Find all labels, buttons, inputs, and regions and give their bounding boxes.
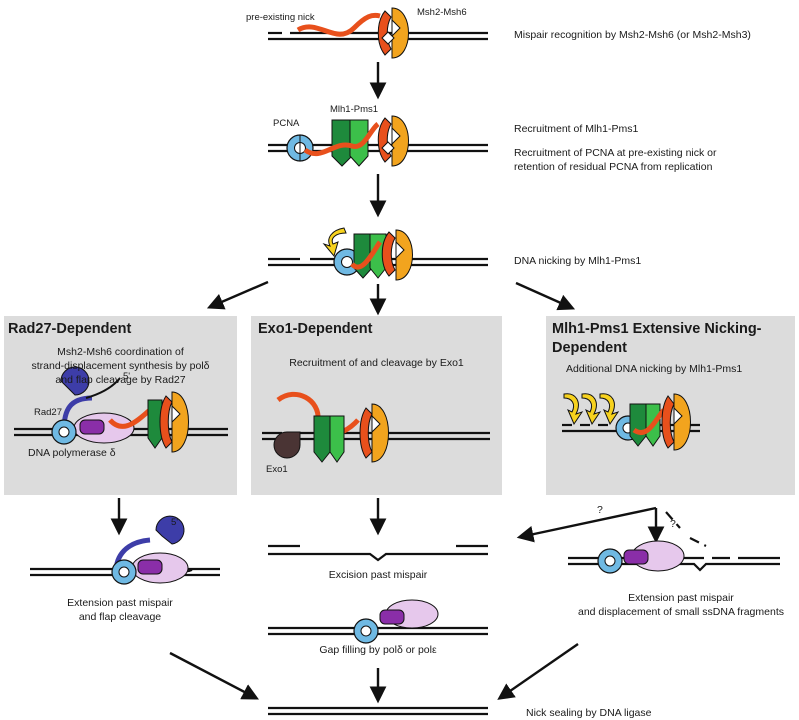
step-recognition-text: Mispair recognition by Msh2-Msh6 (or Msh… [514,29,751,41]
msh2-msh6-complex-3 [350,229,413,281]
pcna-clamp [286,134,314,162]
panel-nicking-title-1: Mlh1-Pms1 Extensive Nicking- [552,321,762,337]
outcome-gap-filling-text: Gap filling by polδ or polε [319,644,437,656]
nick-arrow-icon-2 [581,393,602,426]
label-rad27: Rad27 [34,407,62,418]
label-question-1: ? [597,504,603,516]
label-msh2-msh6: Msh2-Msh6 [417,7,467,18]
arrow-branch-left [206,280,269,310]
step-recruit-mlh1-text: Recruitment of Mlh1-Pms1 [514,123,639,135]
label-five-prime-2: 5' [171,517,179,528]
msh2-msh6-complex-2 [303,115,409,167]
ssdna-outcome-complex [597,540,685,574]
arrow-branch-right [515,281,576,311]
nick-arrow-icon-1 [563,393,584,426]
nicking-panel-complex [563,393,691,451]
outcome-rad27-text-2: and flap cleavage [78,611,162,623]
panel-nicking-desc: Additional DNA nicking by Mlh1-Pms1 [566,363,743,375]
outcome-ssdna-text-1: Extension past mispair [628,592,734,604]
panel-nicking-title-2: Dependent [552,340,627,356]
label-pcna: PCNA [273,118,300,129]
exo1-panel-complex [273,392,389,463]
gap-filling-complex [353,599,439,644]
rad27-panel-complex [51,366,189,453]
step-nicking-text: DNA nicking by Mlh1-Pms1 [514,255,642,267]
step-nick-sealing-text: Nick sealing by DNA ligase [526,707,652,719]
panel-rad27 [4,316,237,495]
arrow-ssdna-to-ligase [497,643,579,700]
panel-rad27-desc-2: strand-displacement synthesis by polδ [31,360,210,372]
label-five-prime: 5' [123,371,131,382]
label-mlh1-pms1: Mlh1-Pms1 [330,104,379,115]
label-question-2: ? [670,518,676,530]
outcome-ssdna-text-2: and displacement of small ssDNA fragment… [577,606,784,618]
rad27-outcome-complex [111,515,193,585]
msh2-msh6-complex [296,7,409,59]
label-dna-pol-delta: DNA polymerase δ [28,447,116,459]
step-recruit-pcna-text-2: retention of residual PCNA from replicat… [514,161,713,173]
label-pre-existing-nick: pre-existing nick [246,12,315,23]
panel-rad27-title: Rad27-Dependent [8,321,132,337]
arrow-nicking-to-excision [516,506,657,543]
dna-excision [268,544,488,562]
dna-final [268,706,488,716]
outcome-excision-text: Excision past mispair [328,569,428,581]
panel-rad27-desc-1: Msh2-Msh6 coordination of [57,346,184,358]
panel-rad27-desc-3: and flap cleavage by Rad27 [55,374,186,386]
step-recruit-pcna-text-1: Recruitment of PCNA at pre-existing nick… [514,147,717,159]
arrow-rad27-to-ligase [169,651,259,700]
label-exo1: Exo1 [266,464,288,475]
outcome-rad27-text-1: Extension past mispair [67,597,173,609]
nick-arrow-icon [322,227,347,258]
nick-arrow-icon-3 [599,393,620,426]
panel-exo1-desc: Recruitment of and cleavage by Exo1 [289,357,464,369]
panel-exo1-title: Exo1-Dependent [258,321,373,337]
